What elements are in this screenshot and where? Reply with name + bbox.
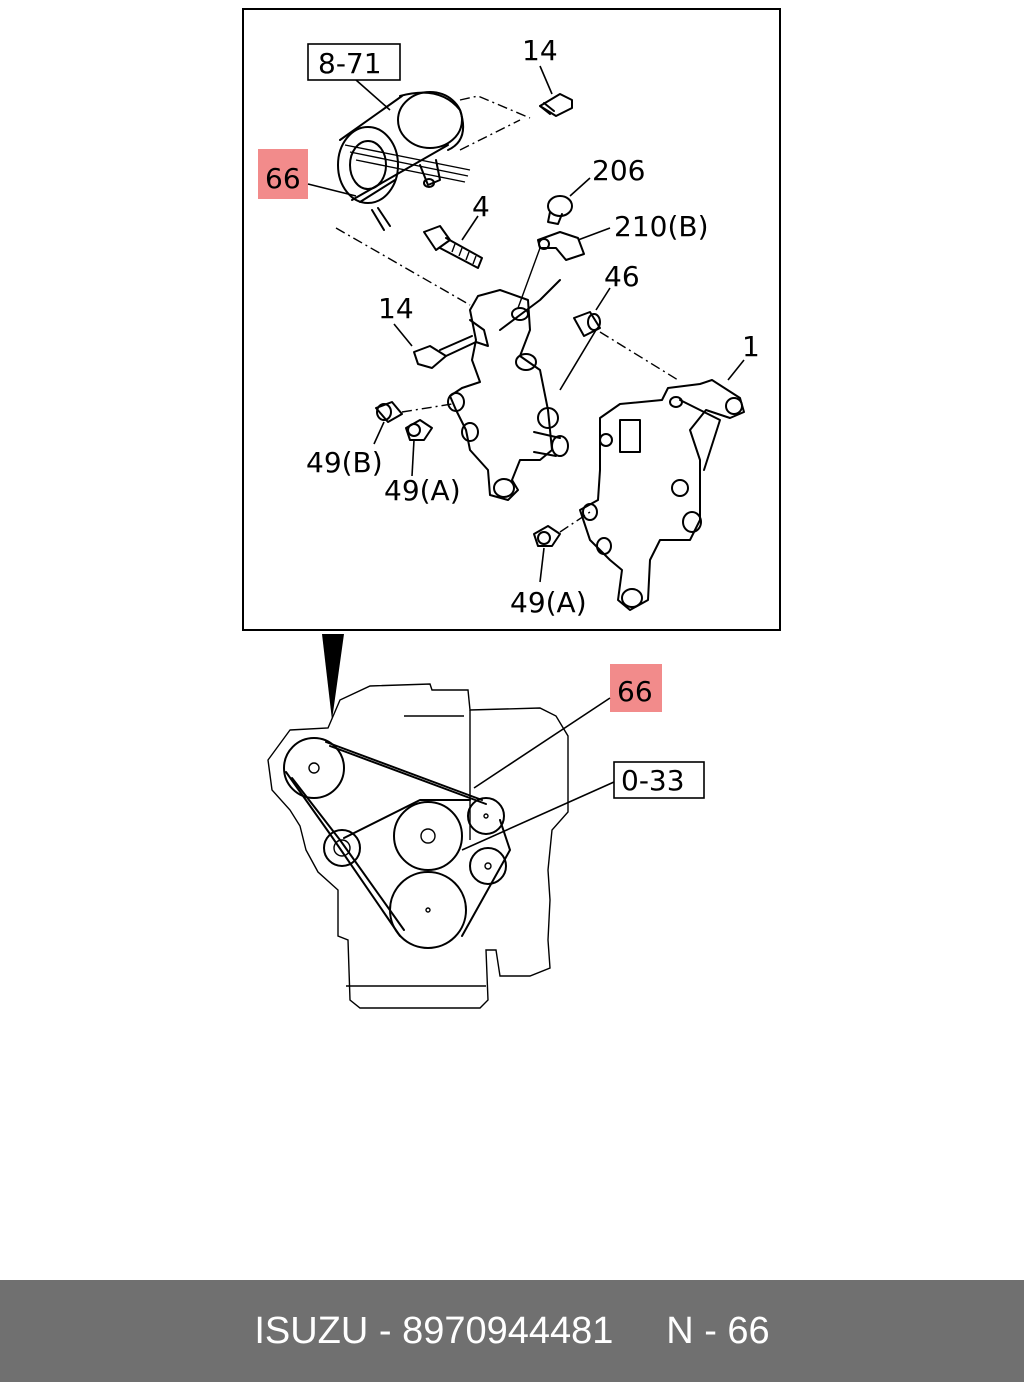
bracket-center: [447, 279, 569, 501]
callout-206: 206: [592, 154, 645, 187]
bushing-49a-bottom: [533, 525, 561, 547]
bolt-206: [547, 195, 573, 225]
engine-front-view: [267, 683, 569, 1009]
callout-14-mid: 14: [378, 292, 414, 325]
bolt-14-top: [539, 93, 573, 117]
callout-66-bottom: 66: [617, 675, 653, 708]
detail-frame: [242, 8, 781, 631]
callout-49a-bottom: 49(A): [510, 586, 587, 619]
bushing-49b: [375, 401, 403, 423]
callout-49b: 49(B): [306, 446, 383, 479]
compressor-drawing: [337, 91, 471, 231]
callout-210b: 210(B): [614, 210, 709, 243]
callout-66-top: 66: [265, 162, 301, 195]
ref-box-033: [613, 761, 705, 799]
callout-49a-left: 49(A): [384, 474, 461, 507]
parts-diagram: 8-71 14 66 206 4 210(B) 46 14 1 49(B) 49…: [242, 8, 781, 1009]
callout-1: 1: [742, 330, 760, 363]
ref-871-label: 8-71: [318, 47, 382, 80]
bolt-14-mid: [413, 335, 477, 369]
bracket-1: [579, 379, 745, 611]
highlight-66-top: [258, 149, 308, 199]
collar-46: [573, 311, 601, 337]
callout-4: 4: [472, 190, 490, 223]
footer-part-number: ISUZU - 8970944481 N - 66: [254, 1309, 770, 1352]
ref-033-label: 0-33: [621, 764, 685, 797]
callout-46: 46: [604, 260, 640, 293]
callout-14-top: 14: [522, 34, 558, 67]
ref-box-871: [307, 43, 401, 81]
detail-pointer: [322, 634, 344, 720]
clip-210b: [537, 231, 585, 261]
bolt-4: [423, 225, 483, 269]
highlight-66-bottom: [610, 664, 662, 712]
footer-bar: ISUZU - 8970944481 N - 66: [0, 1280, 1024, 1382]
bushing-49a-left: [405, 419, 433, 441]
